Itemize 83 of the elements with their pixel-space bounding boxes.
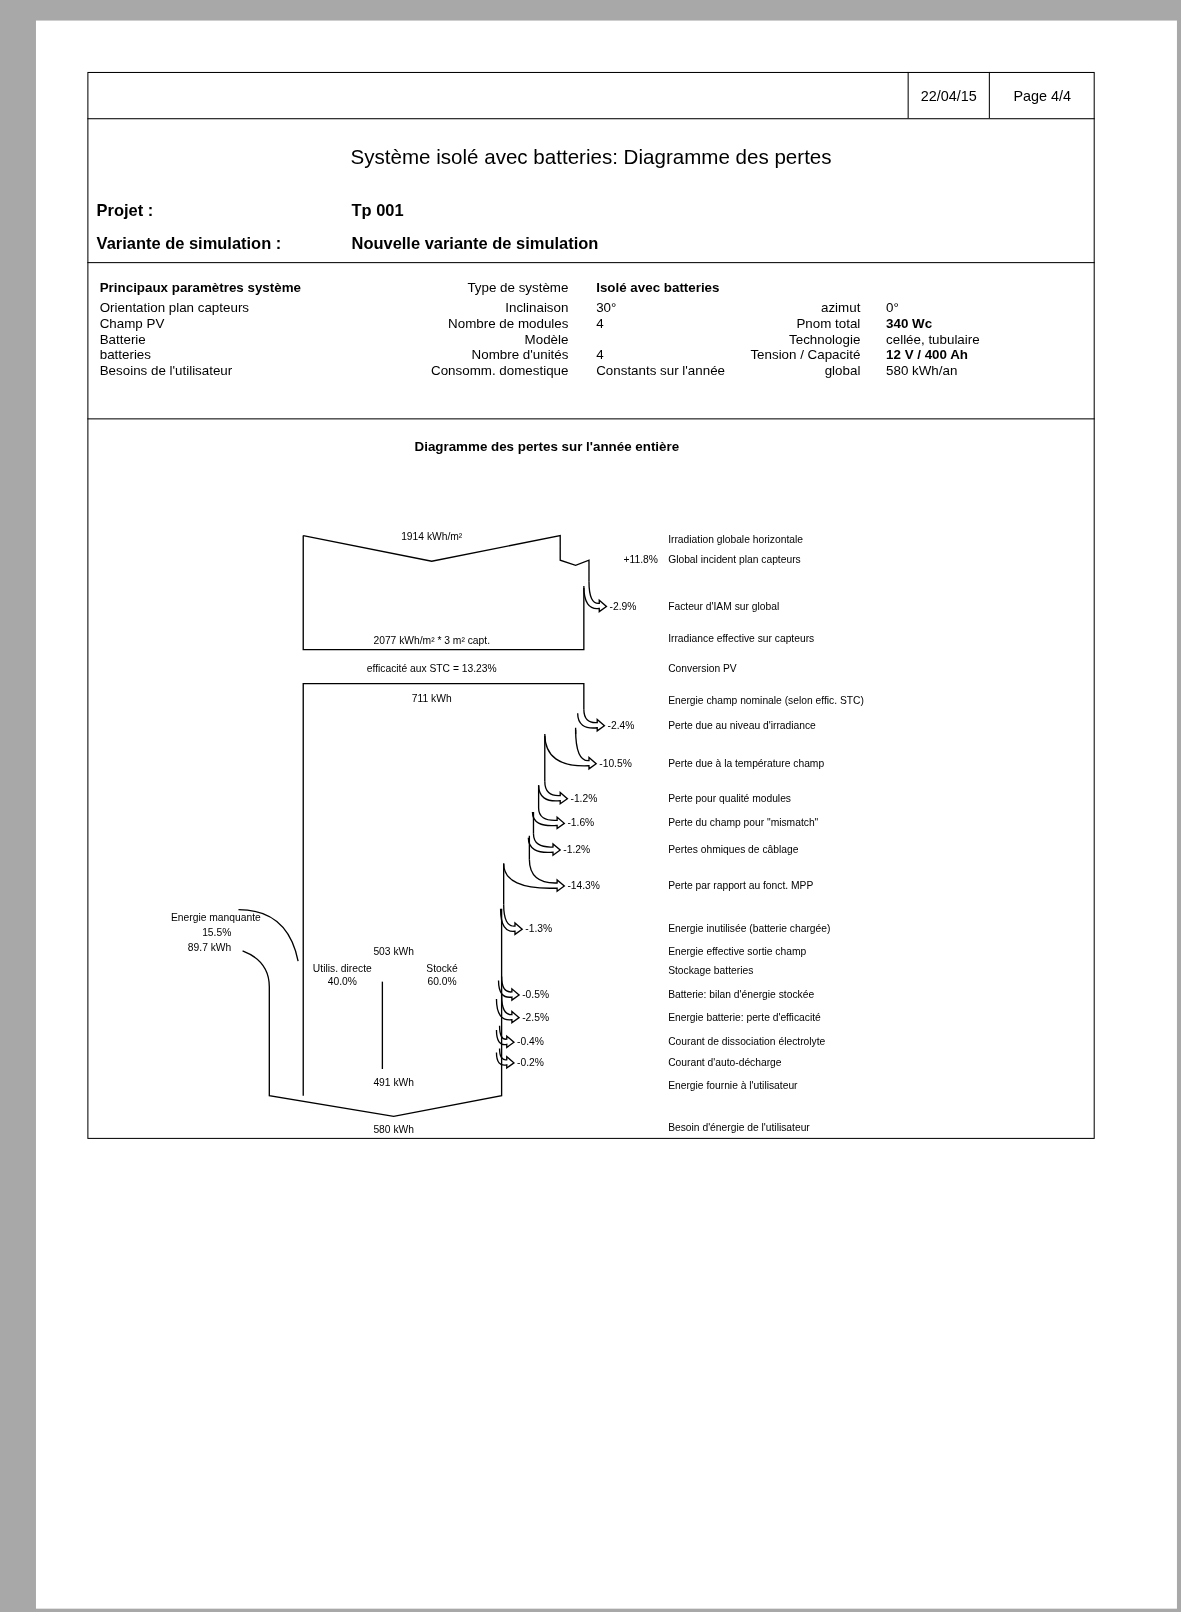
param-value: Isolé avec batteries [596,281,720,295]
loss-percentage: -0.5% [522,989,550,1001]
param-label: Consomm. domestique [431,363,569,377]
field-value: Nouvelle variante de simulation [351,235,599,252]
field-label: Projet : [96,202,154,219]
param-label: Champ PV [99,317,165,331]
param-value: 0° [886,300,899,314]
date-cell: 22/04/15 [907,71,989,119]
energy-value: 580 kWh [373,1124,414,1135]
param-value: Constants sur l'année [596,363,725,377]
loss-label: Conversion PV [668,664,737,675]
loss-percentage: -0.4% [517,1037,544,1048]
energy-value: 2077 kWh/m² * 3 m² capt. [373,636,490,647]
field-label: Variante de simulation : [96,235,282,252]
param-value: cellée, tubulaire [886,332,980,346]
loss-percentage: -1.2% [563,844,591,856]
param-label: Modèle [524,332,569,346]
loss-label: Stocké [426,964,458,975]
param-label: Nombre de modules [448,317,569,331]
loss-label: Global incident plan capteurs [668,555,801,566]
param-label: global [824,363,861,377]
loss-percentage: 60.0% [427,976,457,987]
param-label: Inclinaison [505,300,569,314]
param-label: batteries [99,347,151,362]
loss-label: Irradiation globale horizontale [668,534,803,545]
param-value: 340 Wc [886,317,933,331]
param-label: Besoins de l'utilisateur [99,363,233,377]
loss-label: Courant de dissociation électrolyte [668,1037,826,1048]
param-label: Type de système [467,281,569,295]
loss-percentage: -14.3% [567,880,600,892]
loss-percentage: -0.2% [517,1057,544,1068]
param-value: 580 kWh/an [886,363,958,377]
loss-label: Perte du champ pour "mismatch" [668,818,819,829]
loss-label: Courant d'auto-décharge [668,1057,782,1068]
loss-percentage: -1.6% [567,818,595,829]
loss-percentage: -2.9% [609,601,637,612]
param-value: 30° [596,300,617,314]
energy-value: 503 kWh [373,946,414,957]
param-label: azimut [821,300,861,314]
loss-percentage: +11.8% [623,555,658,566]
param-value: 12 V / 400 Ah [886,347,968,362]
loss-label: Energie manquante [171,912,261,924]
page-title: Système isolé avec batteries: Diagramme des pertes [350,147,832,168]
param-label: Pnom total [796,317,861,331]
energy-value: 1914 kWh/m² [401,531,463,542]
loss-percentage: -2.5% [522,1012,550,1023]
param-label: Technologie [789,332,861,346]
loss-percentage: 40.0% [327,976,357,987]
loss-label: Energie inutilisée (batterie chargée) [668,924,831,935]
param-label: Nombre d'unités [471,347,569,362]
loss-percentage: -10.5% [599,758,632,769]
loss-label: Irradiance effective sur capteurs [668,634,815,645]
loss-label: Energie fournie à l'utilisateur [668,1080,798,1091]
loss-label: Pertes ohmiques de câblage [668,844,799,856]
page-number-cell: Page 4/4 [988,71,1095,119]
loss-percentage: -1.3% [525,924,553,935]
energy-value: 89.7 kWh [187,942,232,953]
loss-label: Energie effective sortie champ [668,946,807,957]
energy-value: 491 kWh [373,1078,414,1089]
param-value: 4 [596,347,604,362]
loss-label: Perte due à la température champ [668,758,825,769]
loss-percentage: -1.2% [570,793,598,804]
loss-label: Perte due au niveau d'irradiance [668,720,816,731]
loss-label: Besoin d'énergie de l'utilisateur [668,1122,810,1133]
loss-label: Stockage batteries [668,966,754,977]
loss-label: Perte par rapport au fonct. MPP [668,880,814,892]
energy-value: efficacité aux STC = 13.23% [366,664,497,675]
loss-label: Perte pour qualité modules [668,793,791,804]
loss-label: Energie champ nominale (selon effic. STC) [668,695,864,707]
loss-percentage: 15.5% [202,928,232,939]
param-label: Batterie [99,332,146,346]
loss-label: Batterie: bilan d'énergie stockée [668,989,815,1001]
loss-label: Energie batterie: perte d'efficacité [668,1012,821,1023]
section-heading: Principaux paramètres système [99,281,301,295]
loss-percentage: -2.4% [607,720,635,731]
param-label: Tension / Capacité [750,347,861,362]
energy-value: 711 kWh [411,693,452,705]
field-value: Tp 001 [351,202,404,219]
param-label: Orientation plan capteurs [99,300,249,314]
label-text: Diagramme des pertes sur l'année entière [414,439,680,453]
loss-label: Utilis. directe [312,964,372,975]
param-value: 4 [596,317,604,331]
loss-label: Facteur d'IAM sur global [668,601,780,612]
